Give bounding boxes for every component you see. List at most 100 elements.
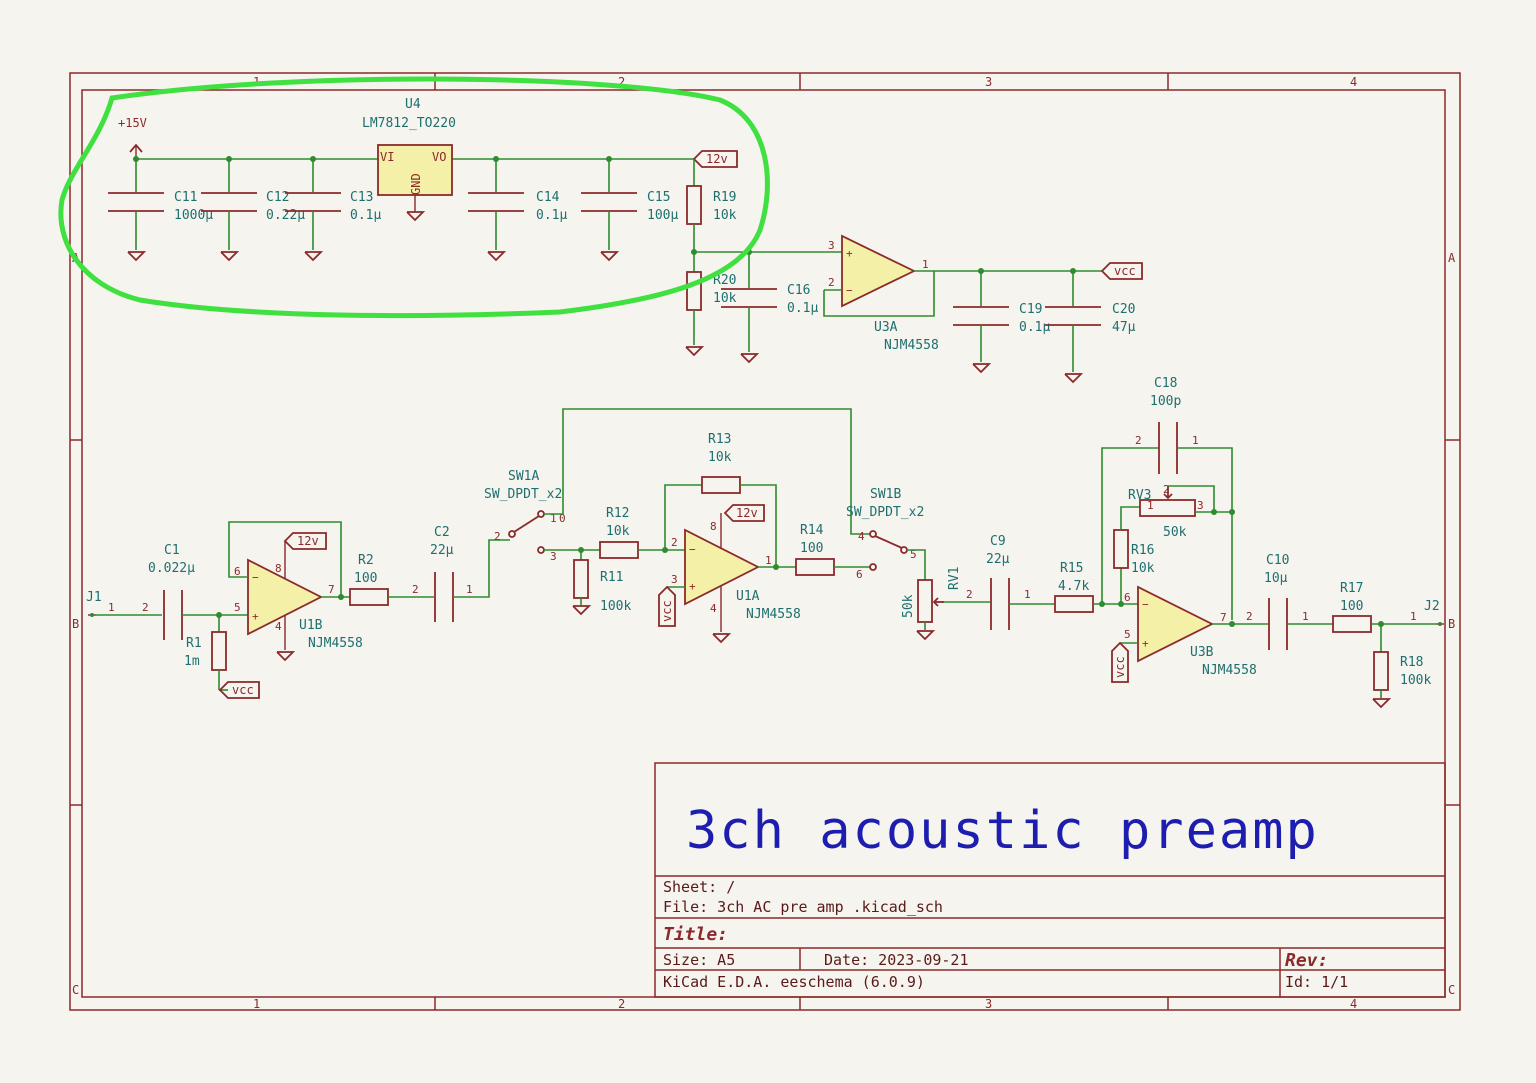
r13-value: 10k <box>708 450 732 465</box>
svg-text:−: − <box>689 543 696 556</box>
svg-text:7: 7 <box>328 583 335 596</box>
u4-value: LM7812_TO220 <box>362 116 456 131</box>
ground-icon <box>220 251 240 262</box>
r13-resistor[interactable] <box>701 476 741 494</box>
r15-resistor[interactable] <box>1054 595 1094 613</box>
title-block: 3ch acoustic preamp Sheet: / File: 3ch A… <box>654 762 1446 998</box>
svg-text:−: − <box>846 284 853 297</box>
power-arrow-icon <box>129 143 143 153</box>
r16-resistor[interactable] <box>1113 529 1129 569</box>
u1b-opamp[interactable] <box>247 558 323 636</box>
r14-resistor[interactable] <box>795 558 835 576</box>
c9-value: 22µ <box>986 552 1010 567</box>
c18-value: 100p <box>1150 394 1181 409</box>
svg-text:3: 3 <box>550 550 557 563</box>
ground-icon <box>304 251 324 262</box>
u3a-value: NJM4558 <box>884 338 939 353</box>
u1b-ref: U1B <box>299 618 323 633</box>
r17-resistor[interactable] <box>1332 615 1372 633</box>
c16-value: 0.1µ <box>787 301 818 316</box>
net-label-vcc <box>218 681 260 699</box>
c18-ref: C18 <box>1154 376 1177 391</box>
r2-resistor[interactable] <box>349 588 389 606</box>
zone-left-c: C <box>72 983 79 997</box>
svg-text:1: 1 <box>765 554 772 567</box>
ground-icon <box>572 605 592 616</box>
u1b-value: NJM4558 <box>308 636 363 651</box>
c19-ref: C19 <box>1019 302 1042 317</box>
zone-bottom-2: 2 <box>618 997 625 1011</box>
svg-text:−: − <box>252 571 259 584</box>
u4-regulator[interactable] <box>377 144 453 196</box>
sw1a-switch[interactable] <box>513 515 540 533</box>
r13-ref: R13 <box>708 432 731 447</box>
zone-bottom-4: 4 <box>1350 997 1357 1011</box>
r16-ref: R16 <box>1131 543 1154 558</box>
svg-text:5: 5 <box>1124 628 1131 641</box>
sw1b-value: SW_DPDT_x2 <box>846 505 924 520</box>
sw1a-value: SW_DPDT_x2 <box>484 487 562 502</box>
net-12v-text: 12v <box>297 534 319 548</box>
svg-text:6: 6 <box>234 565 241 578</box>
rv1-potentiometer[interactable] <box>917 579 933 623</box>
net-label-12v <box>283 532 327 550</box>
u3a-ref: U3A <box>874 320 898 335</box>
svg-text:2: 2 <box>142 601 149 614</box>
r15-value: 4.7k <box>1058 579 1089 594</box>
zone-right-b: B <box>1448 617 1455 631</box>
c10-ref: C10 <box>1266 553 1289 568</box>
r20-resistor[interactable] <box>686 271 702 311</box>
c14-value: 0.1µ <box>536 208 567 223</box>
net-vcc-text: vcc <box>1113 656 1127 678</box>
svg-text:+: + <box>1142 637 1149 650</box>
svg-text:7: 7 <box>1220 611 1227 624</box>
project-title: 3ch acoustic preamp <box>686 801 1319 861</box>
r12-resistor[interactable] <box>599 541 639 559</box>
r11-value: 100k <box>600 599 631 614</box>
r11-resistor[interactable] <box>573 559 589 599</box>
j2-ref: J2 <box>1424 599 1440 614</box>
r17-ref: R17 <box>1340 581 1363 596</box>
svg-text:6: 6 <box>856 568 863 581</box>
r14-value: 100 <box>800 541 823 556</box>
c2-ref: C2 <box>434 525 450 540</box>
svg-text:1: 1 <box>1024 588 1031 601</box>
ground-icon <box>740 353 760 364</box>
c11-ref: C11 <box>174 190 197 205</box>
net-vcc-text: vcc <box>232 683 254 697</box>
net-vcc-text: vcc <box>660 600 674 622</box>
net-label-12v <box>723 504 765 522</box>
file-label: File: 3ch AC pre amp .kicad_sch <box>663 898 943 916</box>
r16-value: 10k <box>1131 561 1155 576</box>
svg-text:2: 2 <box>671 536 678 549</box>
r18-value: 100k <box>1400 673 1431 688</box>
rv3-potentiometer[interactable] <box>1139 499 1196 517</box>
net-12v-text: 12v <box>736 506 758 520</box>
r18-resistor[interactable] <box>1373 651 1389 691</box>
ground-icon <box>406 211 426 222</box>
u4-vo: VO <box>432 150 446 164</box>
net-label-vcc <box>1111 641 1129 683</box>
u3a-opamp[interactable] <box>841 234 917 308</box>
sw1b-switch[interactable] <box>874 535 903 549</box>
svg-text:8: 8 <box>275 562 282 575</box>
u3b-opamp[interactable] <box>1137 585 1215 663</box>
ground-icon <box>487 251 507 262</box>
svg-text:2: 2 <box>1163 483 1170 496</box>
u3b-ref: U3B <box>1190 645 1214 660</box>
svg-text:3: 3 <box>671 573 678 586</box>
r11-ref: R11 <box>600 570 623 585</box>
u4-vi: VI <box>380 150 394 164</box>
u1a-opamp[interactable] <box>684 528 760 606</box>
date-label: Date: 2023-09-21 <box>824 951 969 969</box>
svg-text:1: 1 <box>466 583 473 596</box>
net-label-vcc <box>658 585 676 627</box>
r2-value: 100 <box>354 571 377 586</box>
r19-resistor[interactable] <box>686 185 702 225</box>
svg-text:1: 1 <box>1147 499 1154 512</box>
svg-text:3: 3 <box>1197 499 1204 512</box>
r1-resistor[interactable] <box>211 631 227 671</box>
tool-label: KiCad E.D.A. eeschema (6.0.9) <box>663 973 925 991</box>
u1a-value: NJM4558 <box>746 607 801 622</box>
